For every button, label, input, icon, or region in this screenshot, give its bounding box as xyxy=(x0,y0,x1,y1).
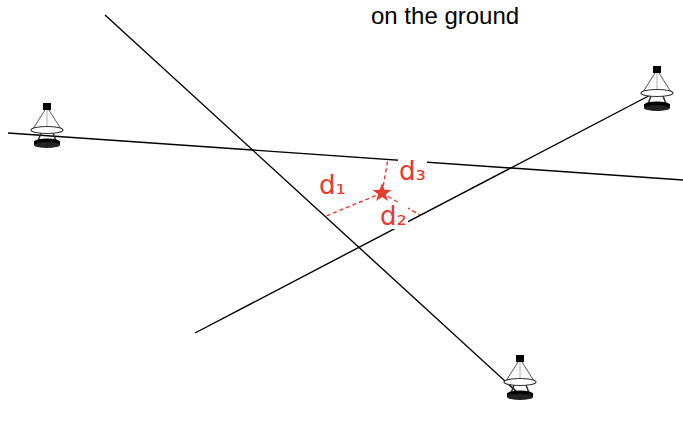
diagram-title: on the ground xyxy=(371,4,519,28)
distance-label: d₃ xyxy=(398,158,427,184)
radio-telescope xyxy=(641,66,673,111)
radio-telescope xyxy=(504,355,536,400)
radio-telescope xyxy=(31,103,63,148)
source-star xyxy=(373,183,392,201)
distance-label: d₂ xyxy=(379,203,408,229)
distance-label: d₁ xyxy=(318,172,347,198)
baseline-lines xyxy=(8,15,683,392)
